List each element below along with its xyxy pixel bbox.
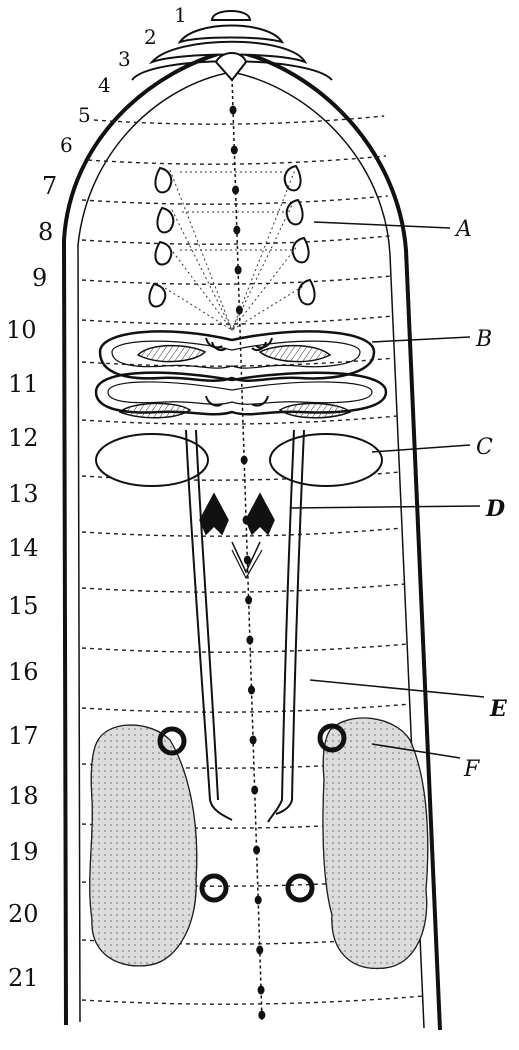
nerve-ganglion (233, 226, 240, 235)
nerve-ganglion (231, 146, 238, 155)
segment-number-14: 14 (8, 534, 39, 562)
segment-boundary (82, 704, 411, 712)
label-D: D (485, 496, 505, 522)
nerve-ganglion (258, 986, 265, 995)
label-B: B (475, 327, 492, 352)
segment-boundary (82, 416, 398, 424)
nerve-ganglion (255, 896, 262, 905)
segment-number-6: 6 (60, 133, 73, 157)
segment-boundary (82, 644, 408, 652)
segment-number-2: 2 (144, 25, 157, 49)
segment-number-8: 8 (38, 218, 53, 246)
label-C: C (476, 435, 493, 460)
vasa-deferentia (186, 430, 304, 822)
segment-number-7: 7 (42, 172, 57, 200)
segment-boundary (82, 276, 391, 284)
segment-number-11: 11 (8, 370, 39, 398)
segment-number-10: 10 (6, 316, 37, 344)
nerve-ganglion (245, 596, 252, 605)
segment-number-18: 18 (8, 782, 39, 810)
segment-boundary (82, 584, 405, 592)
segment-number-21: 21 (8, 964, 39, 992)
label-E: E (489, 696, 508, 722)
segment-boundary (94, 116, 384, 124)
nerve-ganglion (251, 786, 258, 795)
segment-number-13: 13 (8, 480, 39, 508)
nerve-ganglion (230, 106, 237, 115)
segment-number-16: 16 (8, 658, 39, 686)
nerve-ganglion (258, 1011, 265, 1020)
nerve-ganglion (235, 266, 242, 275)
label-A: A (454, 217, 472, 242)
segment-boundary (82, 196, 388, 204)
segment-number-20: 20 (8, 900, 39, 928)
nerve-ganglion (241, 456, 248, 465)
seminal-receptacles (149, 166, 314, 307)
label-F: F (463, 757, 480, 782)
segment-number-5: 5 (78, 103, 91, 127)
segment-number-19: 19 (8, 838, 39, 866)
nerve-ganglion (253, 846, 260, 855)
seminal-vesicles (96, 434, 382, 486)
segment-number-9: 9 (32, 264, 47, 292)
segment-number-12: 12 (8, 424, 39, 452)
nerve-ganglion (246, 636, 253, 645)
nerve-ganglion (256, 946, 263, 955)
segment-boundary (82, 236, 390, 244)
segment-number-1: 1 (174, 3, 187, 27)
nerve-ganglia (230, 106, 266, 1020)
segment-number-15: 15 (8, 592, 39, 620)
segment-number-4: 4 (98, 73, 111, 97)
label-leaders (290, 222, 484, 758)
segment-boundary (82, 528, 403, 536)
prostomium (132, 11, 332, 80)
segment-number-17: 17 (8, 722, 39, 750)
segment-boundary (88, 156, 386, 164)
nerve-ganglion (232, 186, 239, 195)
nerve-ganglion (250, 736, 257, 745)
segment-number-3: 3 (118, 47, 131, 71)
segment-boundary (82, 996, 424, 1004)
nerve-ganglion (248, 686, 255, 695)
